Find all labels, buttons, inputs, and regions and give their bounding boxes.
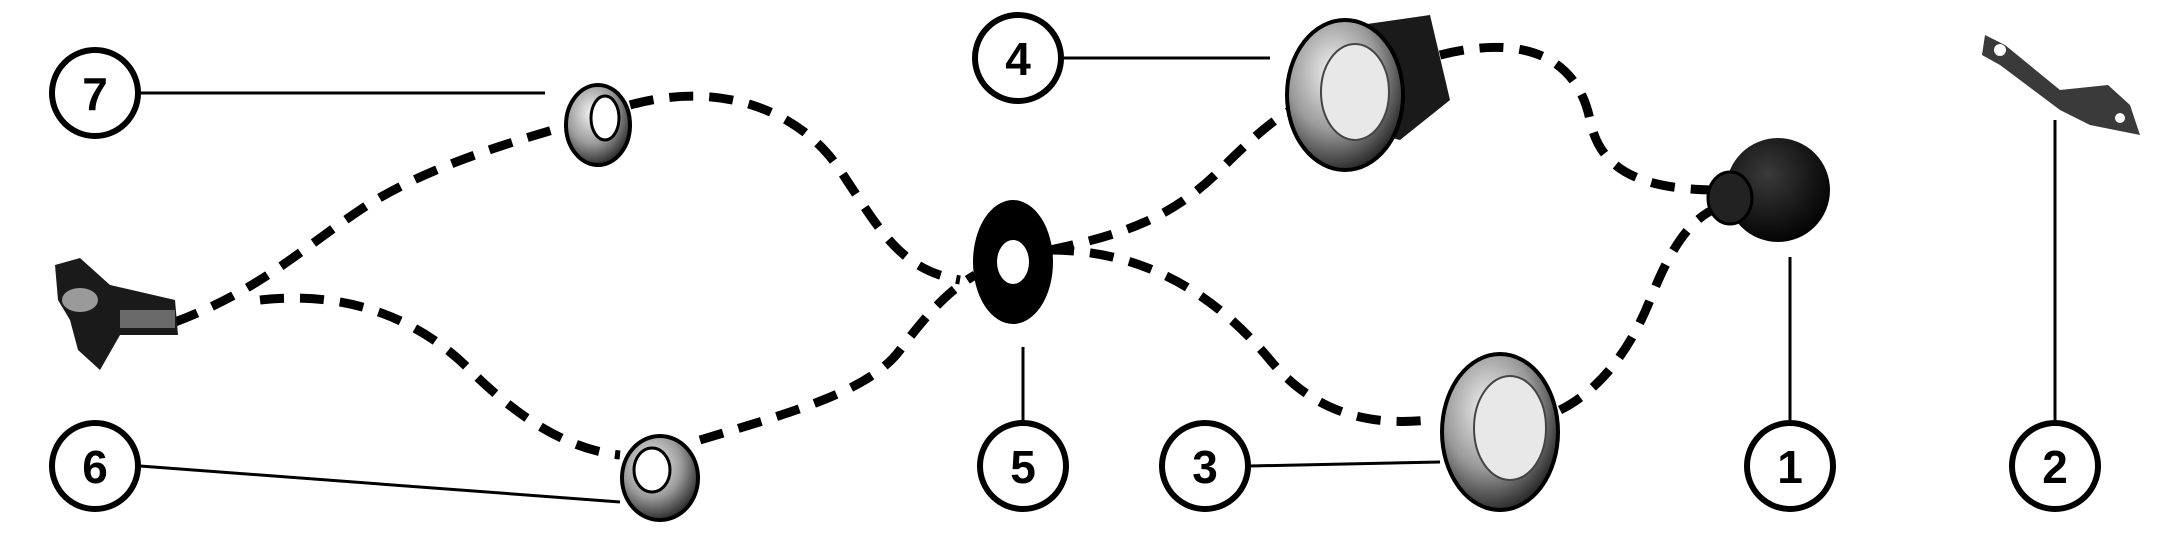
- callout-3-number: 3: [1192, 441, 1218, 493]
- washer-part-5: [973, 200, 1053, 324]
- callout-2: 2: [2009, 420, 2101, 512]
- bracket-part-2: [1982, 35, 2140, 135]
- leader-line-3: [1249, 460, 1441, 468]
- path-key-to-nut-6: [259, 293, 621, 460]
- bezel-part-3: [1440, 352, 1560, 512]
- leader-line-6: [139, 464, 621, 504]
- assembly-paths: [173, 42, 1727, 460]
- callout-6-number: 6: [82, 441, 108, 493]
- path-washer-to-bezel-4: [1049, 100, 1303, 255]
- bezel-part-4: [1285, 15, 1450, 172]
- path-bezel-4-to-knob: [1438, 42, 1721, 195]
- callout-5-number: 5: [1010, 441, 1036, 493]
- callout-6: 6: [49, 420, 141, 512]
- callout-4: 4: [972, 12, 1064, 104]
- callout-3: 3: [1159, 420, 1251, 512]
- path-nut-7-to-washer: [628, 91, 961, 285]
- callout-5: 5: [977, 420, 1069, 512]
- ignition-key-part: [55, 258, 178, 370]
- callout-2-number: 2: [2042, 441, 2068, 493]
- knob-part-1: [1706, 138, 1830, 242]
- callout-1: 1: [1744, 420, 1836, 512]
- nut-part-6: [620, 434, 700, 522]
- path-bezel-3-to-knob: [1557, 200, 1727, 415]
- callout-4-number: 4: [1005, 33, 1031, 85]
- nut-part-7: [564, 83, 632, 167]
- leader-lines: [139, 56, 2057, 504]
- callout-7-number: 7: [82, 68, 108, 120]
- path-washer-to-bezel-3: [1049, 245, 1431, 426]
- callouts: 7 6 4 5 3 1 2: [49, 12, 2101, 512]
- path-nut-6-to-washer: [698, 271, 978, 445]
- path-key-to-nut-7: [173, 120, 572, 327]
- callout-1-number: 1: [1777, 441, 1803, 493]
- callout-7: 7: [49, 47, 141, 139]
